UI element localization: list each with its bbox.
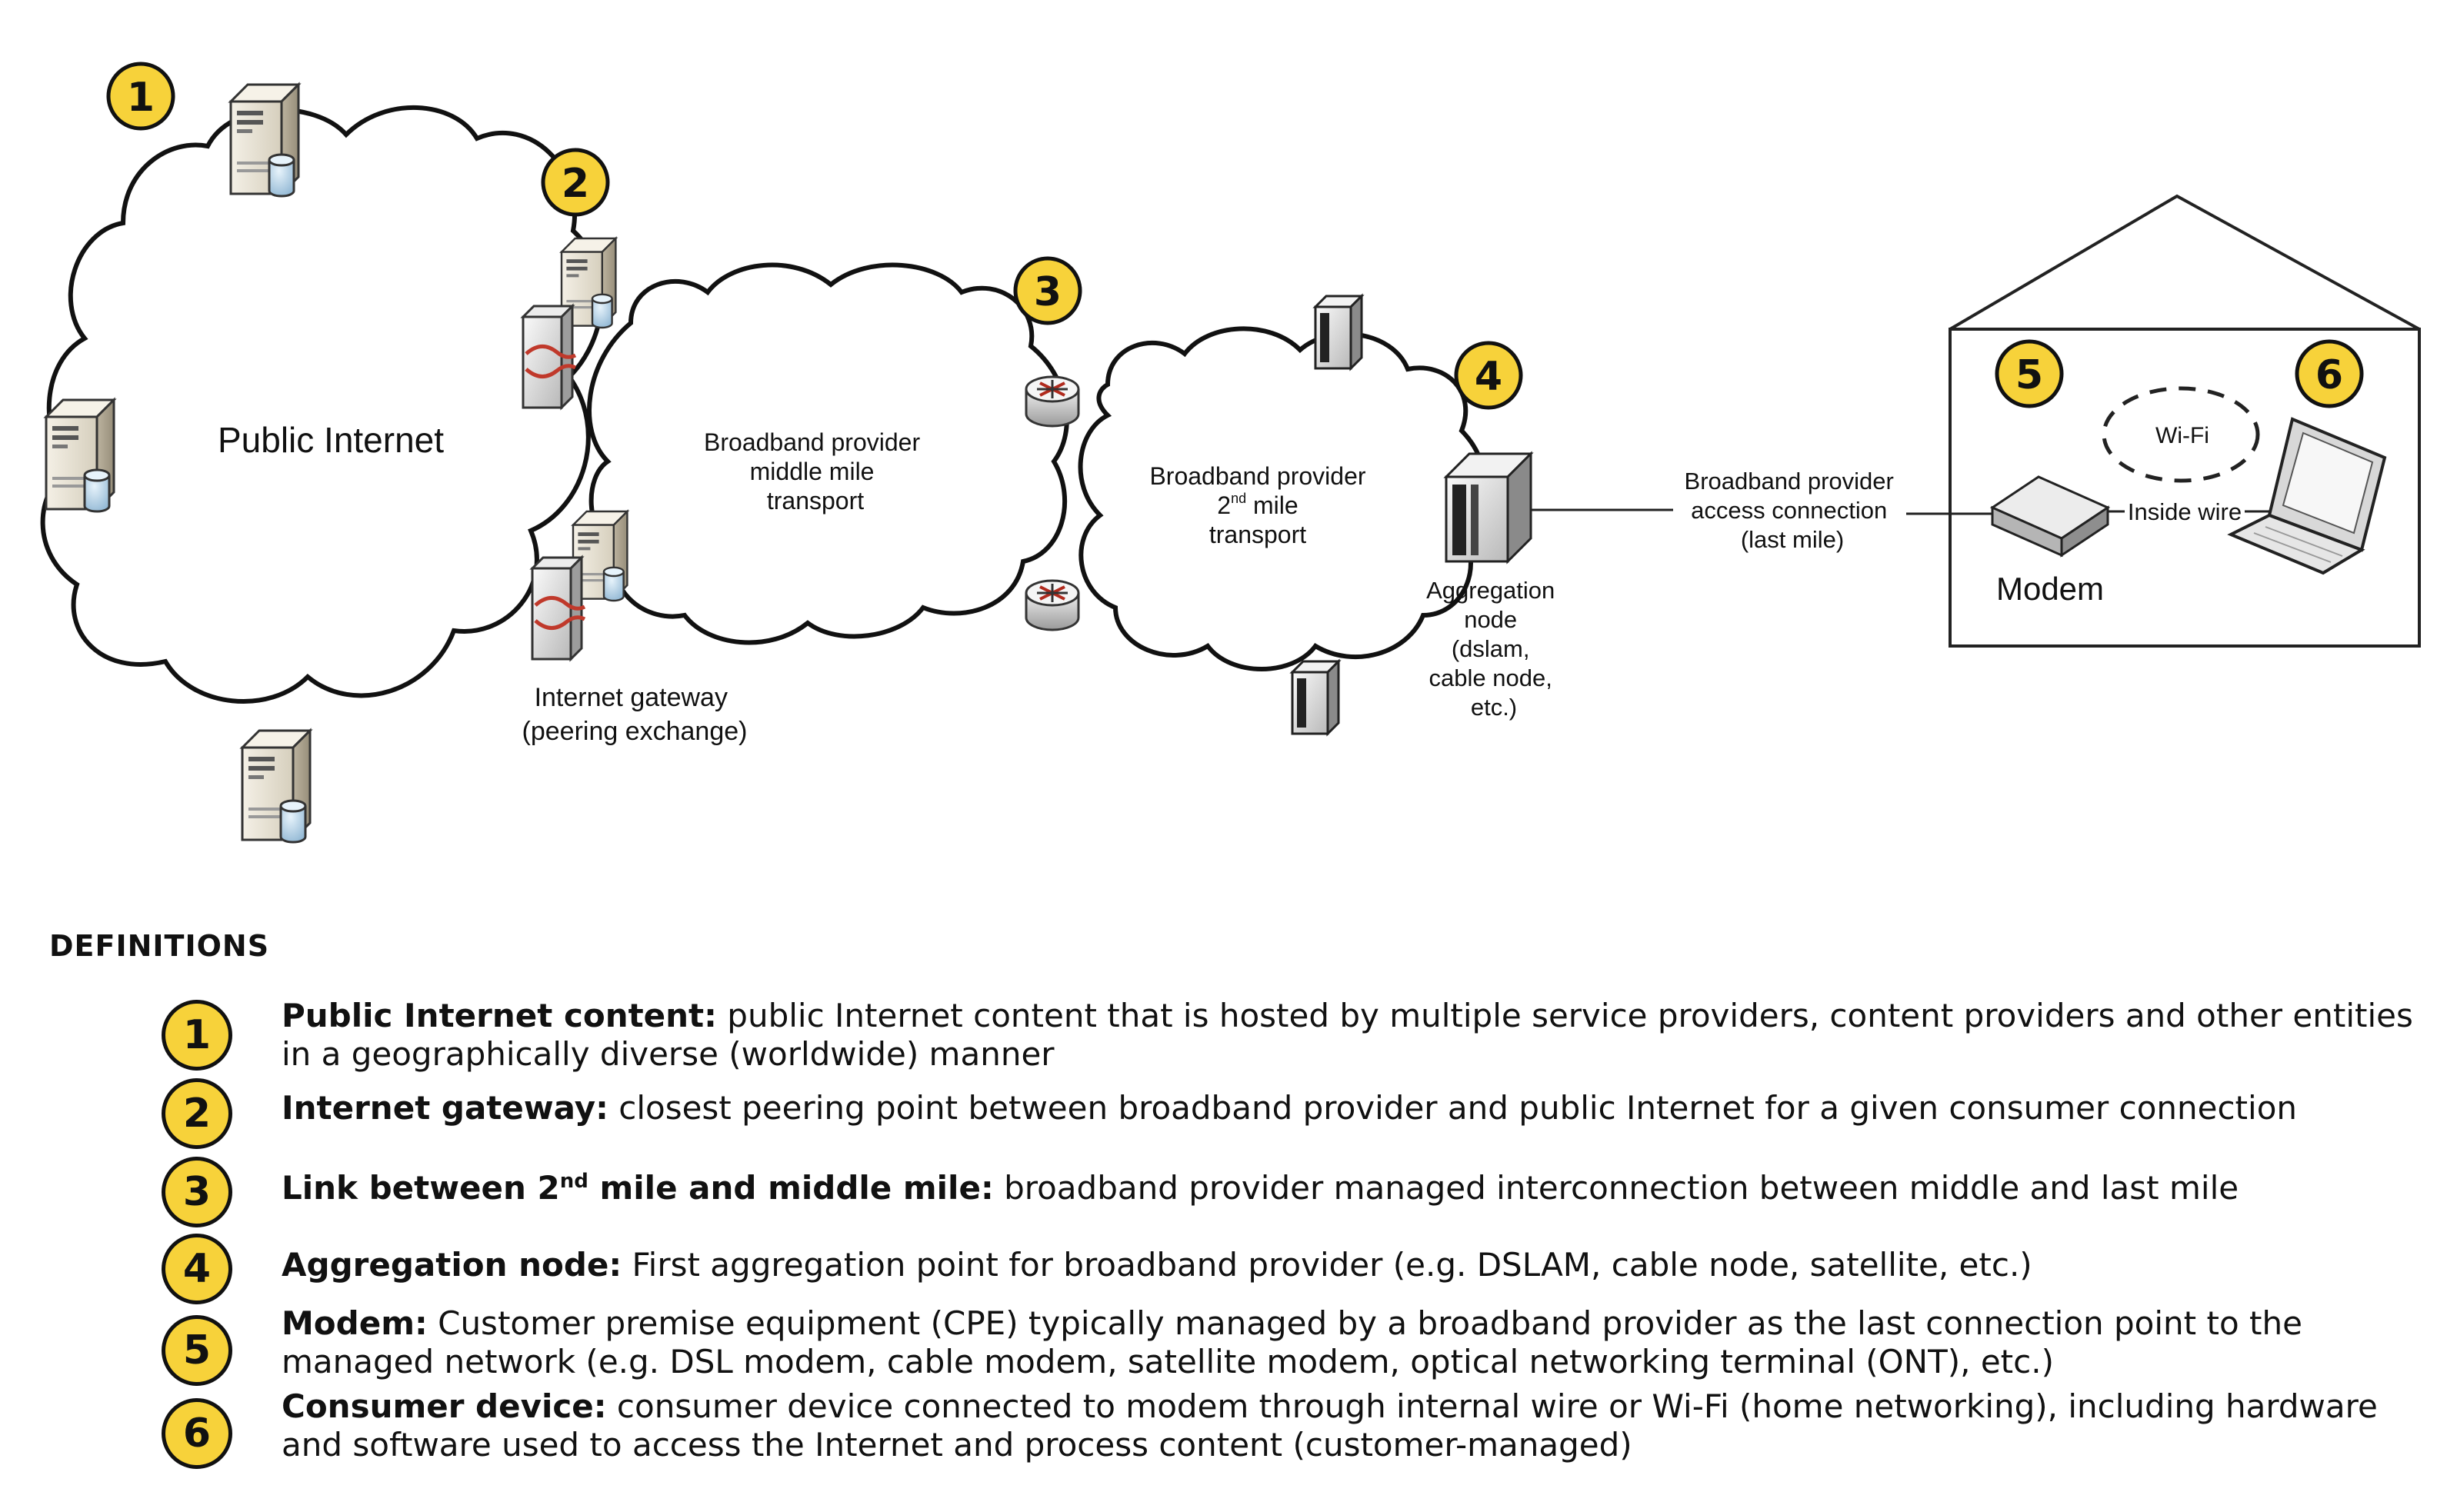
definition-text-3: Link between 2nd mile and middle mile: b…: [282, 1169, 2420, 1207]
definition-text-4: Aggregation node: First aggregation poin…: [282, 1246, 2420, 1284]
definition-term-6: Consumer device:: [282, 1387, 607, 1425]
second-mile-label-3: transport: [1209, 521, 1306, 548]
definition-body-5: Customer premise equipment (CPE) typical…: [282, 1304, 2302, 1380]
badge-2-number: 2: [562, 161, 589, 207]
gateway-label-line-1: Internet gateway: [535, 683, 728, 712]
definition-body-6: consumer device connected to modem throu…: [282, 1387, 2378, 1464]
definition-body-3: broadband provider managed interconnecti…: [993, 1169, 2239, 1207]
badge-3-icon: 3: [1013, 256, 1082, 325]
badge-2-icon: 2: [541, 148, 610, 217]
aggregation-node-icon: [1443, 451, 1534, 565]
definition-term-2: Internet gateway:: [282, 1089, 608, 1127]
access-line-3: (last mile): [1741, 526, 1844, 553]
badge-1-number: 1: [127, 75, 155, 121]
definitions-title: DEFINITIONS: [49, 929, 270, 963]
middle-mile-label: Broadband provider middle mile transport: [704, 428, 927, 515]
gateway-label-line-2: (peering exchange): [522, 717, 748, 746]
modem-label: Modem: [1996, 571, 2104, 607]
definition-text-1: Public Internet content: public Internet…: [282, 997, 2420, 1074]
badge-5-number: 5: [2015, 352, 2043, 398]
badge-4-icon: 4: [1454, 341, 1523, 410]
public-internet-label: Public Internet: [218, 420, 444, 460]
aggregation-label: Aggregation node (dslam, cable node, etc…: [1426, 577, 1562, 721]
second-mile-sup: nd: [1231, 491, 1246, 506]
middle-mile-line-1: Broadband provider: [704, 428, 920, 456]
definition-body-1: public Internet content that is hosted b…: [282, 997, 2413, 1073]
badge-6-icon: 6: [2295, 339, 2364, 408]
definition-body-4: First aggregation point for broadband pr…: [622, 1246, 2032, 1284]
access-line-2: access connection: [1691, 497, 1887, 524]
wifi-cloud-icon: [2102, 386, 2260, 483]
definition-badge-1-icon: 1: [162, 1000, 232, 1071]
second-mile-node-bottom: [1291, 660, 1340, 735]
gateway-rack-bottom: [532, 558, 585, 659]
definition-term-3: Link between 2nd mile and middle mile:: [282, 1169, 994, 1207]
router-upper: [1025, 375, 1080, 428]
router-lower: [1025, 579, 1080, 631]
wifi-label: Wi-Fi: [2155, 423, 2209, 448]
gateway-rack-top: [523, 306, 575, 408]
definition-badge-4-icon: 4: [162, 1234, 232, 1304]
modem-icon: [1989, 475, 2111, 558]
middle-mile-line-2: middle mile: [750, 458, 875, 485]
aggregation-line-3: (dslam,: [1452, 635, 1530, 662]
definition-badge-2-icon: 2: [162, 1078, 232, 1149]
definition-term-1: Public Internet content:: [282, 997, 717, 1034]
content-server-left: [45, 398, 115, 513]
badge-1-icon: 1: [106, 62, 175, 131]
second-mile-rest: mile: [1246, 491, 1299, 519]
second-mile-label-1: Broadband provider: [1149, 462, 1365, 490]
definition-term-4: Aggregation node:: [282, 1246, 622, 1284]
second-mile-num: 2: [1217, 491, 1231, 519]
public-internet-cloud: [40, 105, 604, 704]
aggregation-line-5: etc.): [1471, 694, 1517, 721]
inside-wire-label: Inside wire: [2128, 498, 2242, 525]
aggregation-line-2: node: [1464, 606, 1517, 633]
second-mile-cloud: [1078, 326, 1487, 671]
badge-6-number: 6: [2315, 352, 2343, 398]
definition-badge-5-icon: 5: [162, 1315, 232, 1386]
definition-badge-6-icon: 6: [162, 1398, 232, 1469]
access-connection-label: Broadband provider access connection (la…: [1685, 468, 1901, 553]
home-roof: [1949, 194, 2420, 331]
definition-term-3-post: mile and middle mile:: [588, 1169, 994, 1207]
badge-4-number: 4: [1475, 354, 1502, 400]
gateway-label: Internet gateway (peering exchange): [522, 683, 748, 746]
definition-term-3-pre: Link between 2: [282, 1169, 560, 1207]
middle-mile-line-3: transport: [767, 487, 864, 515]
definition-term-3-sup: nd: [559, 1170, 588, 1193]
content-server-bottom: [241, 729, 312, 844]
aggregation-line-1: Aggregation: [1426, 577, 1555, 604]
network-diagram: Public Internet Broadband provider middl…: [40, 62, 2421, 844]
definition-text-5: Modem: Customer premise equipment (CPE) …: [282, 1304, 2420, 1381]
definition-text-2: Internet gateway: closest peering point …: [282, 1089, 2420, 1127]
second-mile-node-top: [1314, 295, 1363, 370]
badge-5-icon: 5: [1995, 339, 2064, 408]
definition-term-5: Modem:: [282, 1304, 428, 1342]
content-server-top: [229, 83, 300, 198]
badge-3-number: 3: [1034, 269, 1062, 315]
aggregation-line-4: cable node,: [1429, 664, 1552, 691]
definition-text-6: Consumer device: consumer device connect…: [282, 1387, 2420, 1464]
definition-badge-3-icon: 3: [162, 1157, 232, 1227]
access-line-1: Broadband provider: [1685, 468, 1894, 495]
home-box: [1949, 328, 2421, 648]
second-mile-label-2: 2nd mile: [1217, 491, 1298, 519]
laptop-icon: [2227, 417, 2387, 575]
definition-body-2: closest peering point between broadband …: [608, 1089, 2298, 1127]
